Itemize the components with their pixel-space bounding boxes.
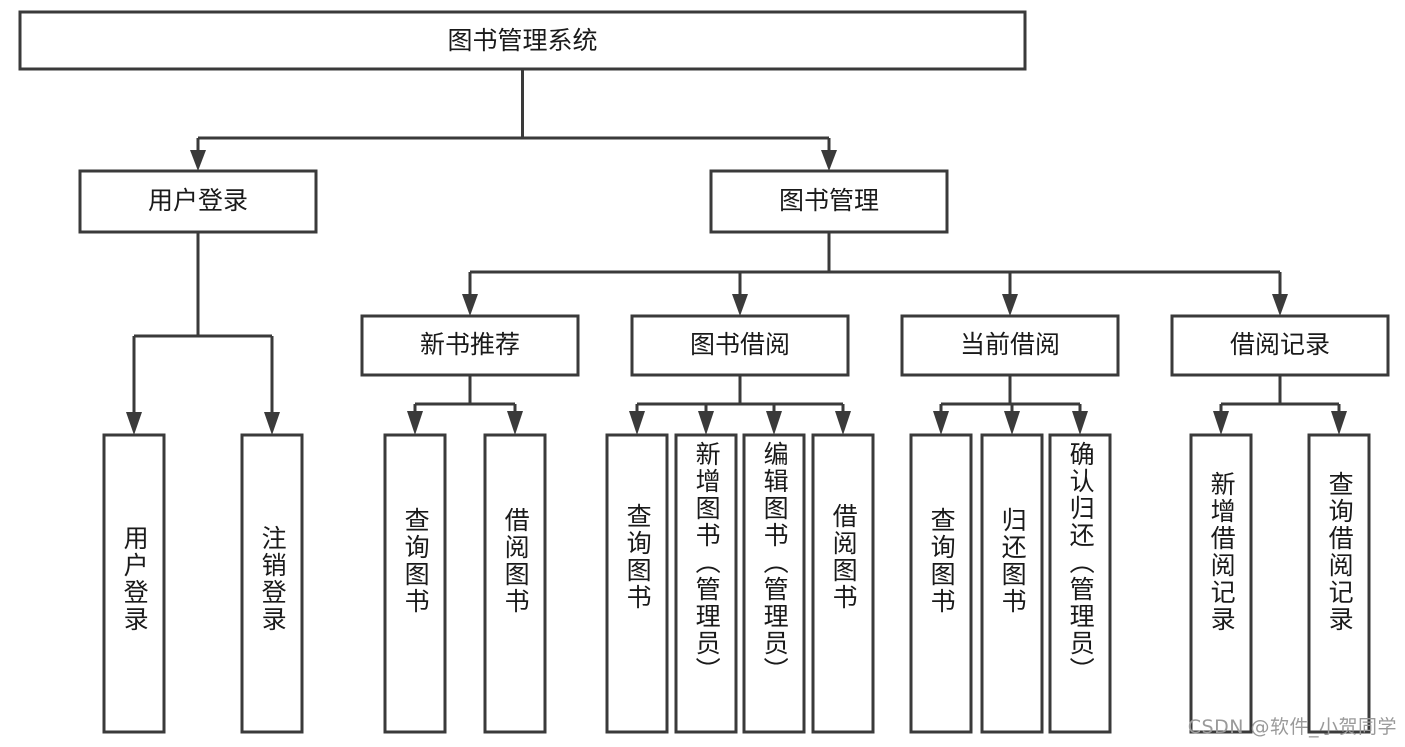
node-book-borrow-label: 图书借阅 <box>690 330 790 359</box>
leaf-edit-book-box[interactable] <box>742 433 806 734</box>
arrow-head-borrow-record <box>1272 294 1288 316</box>
node-book-borrow-box[interactable] <box>630 314 850 377</box>
leaf-user-logout-box[interactable] <box>240 433 304 734</box>
node-borrow-record-box[interactable] <box>1170 314 1390 377</box>
arrow-head-leaf-query-record <box>1331 411 1347 435</box>
leaf-query-record-box[interactable] <box>1307 433 1371 734</box>
arrow-head-current-borrow <box>1002 294 1018 316</box>
node-book-manage-box[interactable] <box>709 169 949 234</box>
arrow-head-book-borrow <box>732 294 748 316</box>
node-user-login-box[interactable] <box>78 169 318 234</box>
arrow-head-leaf-query-book-current <box>933 411 949 435</box>
node-borrow-record[interactable]: 借阅记录 <box>1170 314 1390 377</box>
arrow-head-user-login <box>190 150 206 171</box>
arrow-head-book-manage <box>821 150 837 171</box>
arrow-head-leaf-query-book-rec <box>407 411 423 435</box>
leaf-user-login-box[interactable] <box>102 433 166 734</box>
node-current-borrow-label: 当前借阅 <box>960 330 1060 359</box>
node-user-login-label: 用户登录 <box>148 186 248 215</box>
arrow-head-leaf-edit-book <box>766 411 782 435</box>
arrow-head-leaf-borrow-book-rec <box>507 411 523 435</box>
arrow-head-leaf-user-login <box>126 412 142 435</box>
node-new-book-recommend-box[interactable] <box>360 314 580 377</box>
leaf-return-book-box[interactable] <box>980 433 1044 734</box>
node-root-label: 图书管理系统 <box>447 26 597 55</box>
arrow-head-leaf-query-book-borrow <box>629 411 645 435</box>
node-current-borrow-box[interactable] <box>900 314 1120 377</box>
arrow-head-leaf-add-book <box>698 411 714 435</box>
arrow-head-new-book-recommend <box>462 294 478 316</box>
leaf-add-book-box[interactable] <box>674 433 738 734</box>
node-new-book-recommend-label: 新书推荐 <box>420 330 520 359</box>
leaf-query-book-rec-box[interactable] <box>383 433 447 734</box>
arrow-head-leaf-confirm-return <box>1072 411 1088 435</box>
leaf-query-book-borrow-box[interactable] <box>605 433 669 734</box>
node-current-borrow[interactable]: 当前借阅 <box>900 314 1120 377</box>
node-root[interactable]: 图书管理系统 <box>18 10 1027 71</box>
connector-layer <box>126 69 1347 435</box>
leaf-borrow-book-box[interactable] <box>811 433 875 734</box>
leaf-box-layer <box>102 433 1371 734</box>
leaf-add-record-box[interactable] <box>1189 433 1253 734</box>
leaf-borrow-book-rec-box[interactable] <box>483 433 547 734</box>
node-user-login[interactable]: 用户登录 <box>78 169 318 234</box>
leaf-confirm-return-box[interactable] <box>1048 433 1112 734</box>
node-book-borrow[interactable]: 图书借阅 <box>630 314 850 377</box>
node-new-book-recommend[interactable]: 新书推荐 <box>360 314 580 377</box>
arrow-head-leaf-borrow-book <box>835 411 851 435</box>
arrow-head-leaf-return-book <box>1004 411 1020 435</box>
watermark: CSDN @软件_小贺同学 <box>1187 716 1397 738</box>
leaf-query-book-current-box[interactable] <box>909 433 973 734</box>
node-book-manage-label: 图书管理 <box>779 186 879 215</box>
arrow-head-leaf-add-record <box>1213 411 1229 435</box>
node-book-manage[interactable]: 图书管理 <box>709 169 949 234</box>
arrow-head-leaf-user-logout <box>264 412 280 435</box>
node-borrow-record-label: 借阅记录 <box>1230 330 1330 359</box>
node-root-box[interactable] <box>18 10 1027 71</box>
